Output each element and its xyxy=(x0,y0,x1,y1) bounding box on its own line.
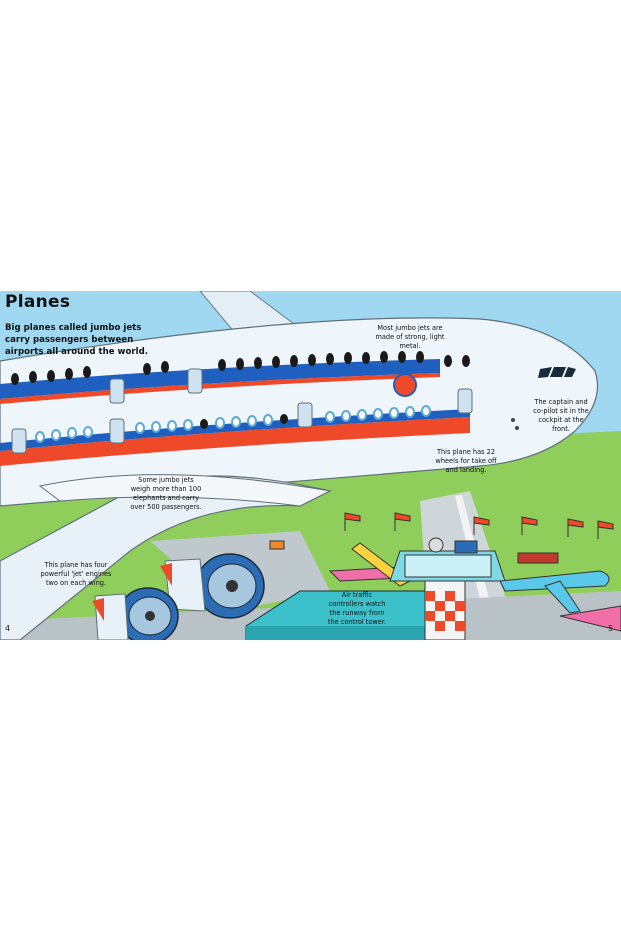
caption-captain: The captain and co-pilot sit in the cock… xyxy=(533,398,589,433)
page-number-right: 5 xyxy=(608,624,614,633)
engines xyxy=(92,553,265,640)
cockpit-windows xyxy=(538,367,576,378)
red-stripe xyxy=(0,417,470,466)
caption-tower: Air traffic controllers watch the runway… xyxy=(327,591,387,626)
page-number-left: 4 xyxy=(5,624,11,633)
page-title: Planes xyxy=(5,292,71,312)
book-spread: Planes Big planes called jumbo jets carr… xyxy=(0,291,621,640)
blue-jet xyxy=(499,570,610,592)
control-tower xyxy=(389,537,506,640)
fuel-truck xyxy=(517,552,559,564)
lower-windows xyxy=(35,405,431,443)
caption-engines: This plane has four powerful 'jet' engin… xyxy=(40,561,112,587)
airline-logo xyxy=(393,373,417,397)
caption-elephants: Some jumbo jets weigh more than 100 elep… xyxy=(130,476,202,511)
windsocks xyxy=(344,512,614,539)
caption-metal: Most jumbo jets are made of strong, ligh… xyxy=(375,324,445,350)
caption-wheels: This plane has 22 wheels for take off an… xyxy=(435,448,497,474)
intro-text: Big planes called jumbo jets carry passe… xyxy=(5,323,148,357)
airport-illustration xyxy=(0,291,621,640)
doors xyxy=(11,368,473,454)
upper-windows xyxy=(11,351,470,385)
